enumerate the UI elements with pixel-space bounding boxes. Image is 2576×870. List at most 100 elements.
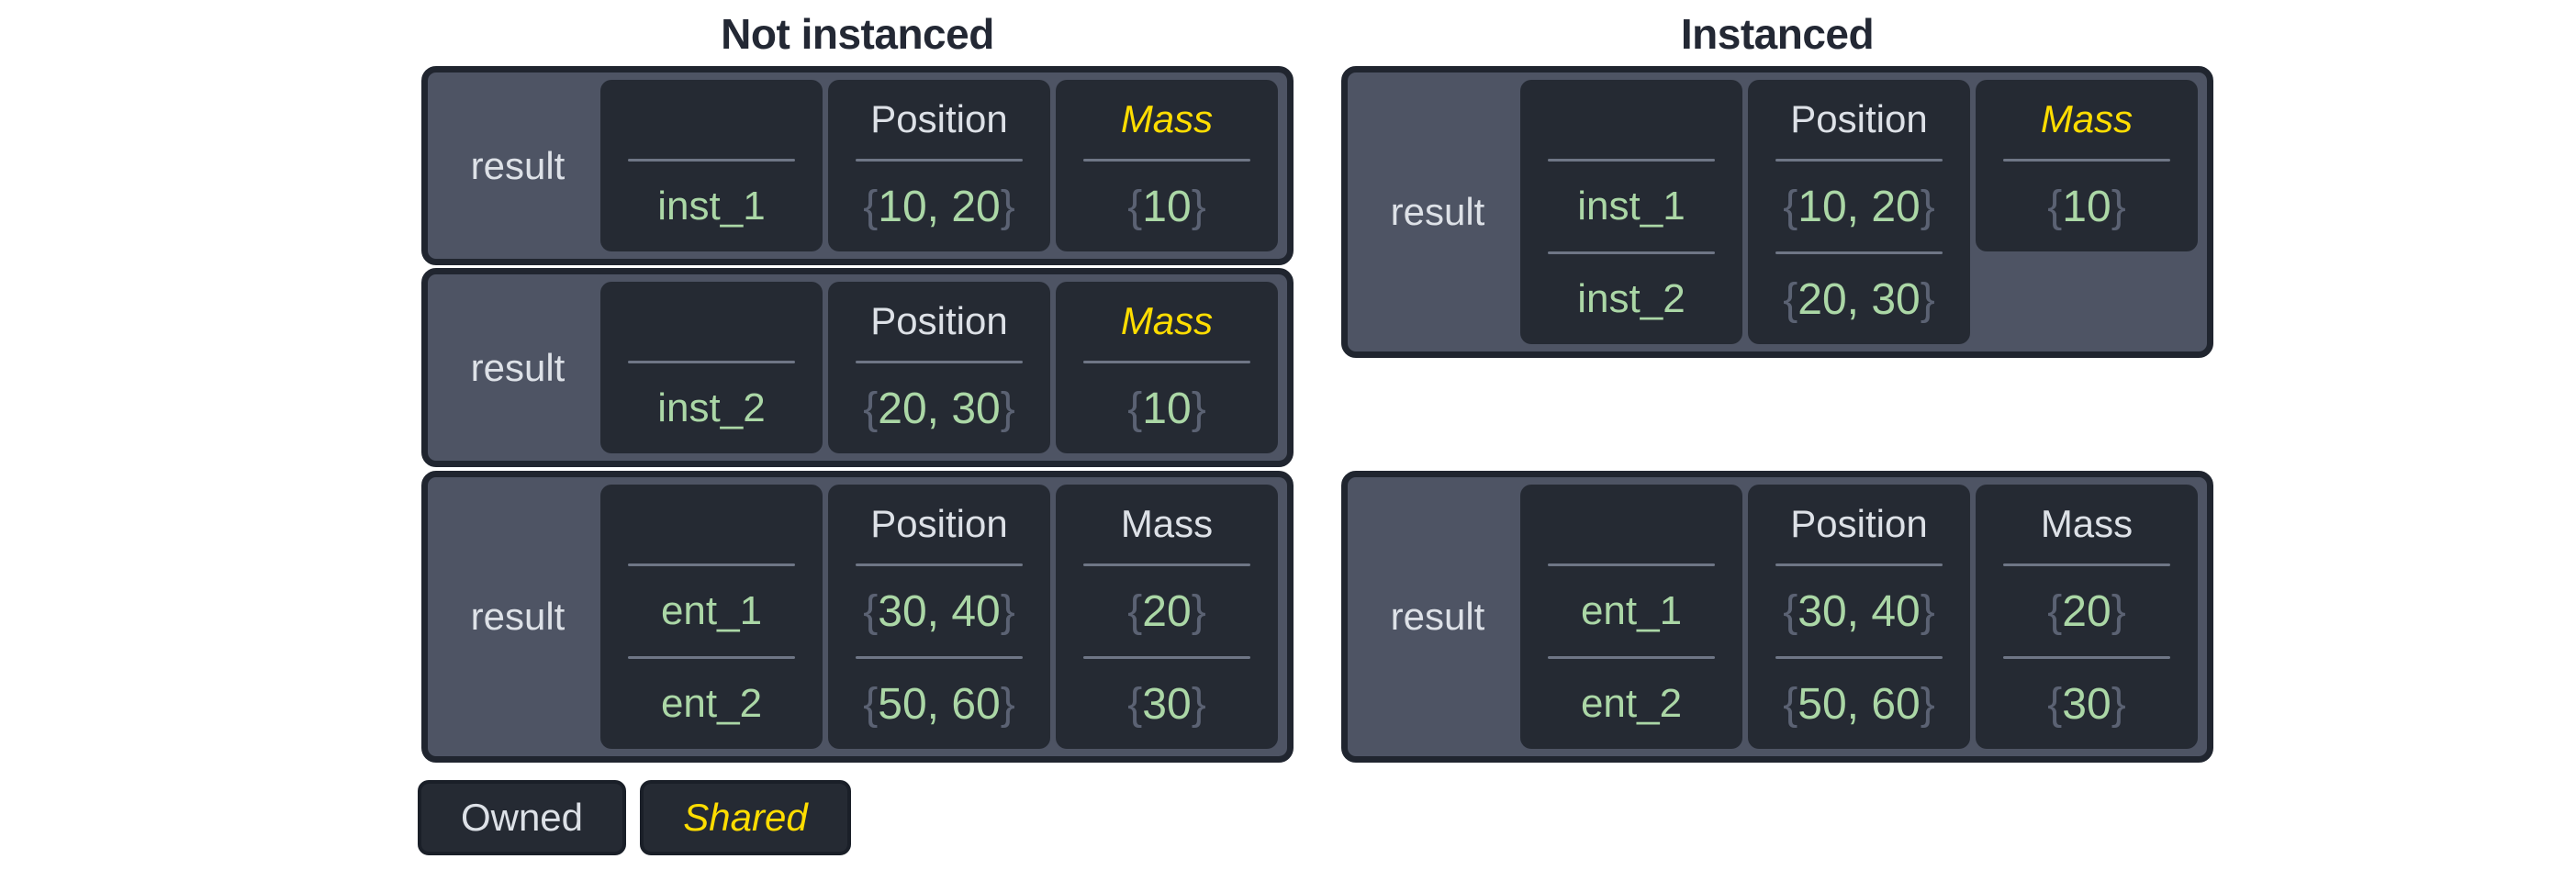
entity-cell: inst_1 xyxy=(600,80,823,251)
value-number: 50 xyxy=(1798,679,1847,729)
value-number: 10 xyxy=(1142,182,1192,231)
divider xyxy=(1775,656,1943,659)
comma: , xyxy=(926,182,952,231)
value-number: 10 xyxy=(878,182,927,231)
open-brace: { xyxy=(1783,274,1798,324)
entity-header-spacer xyxy=(600,485,823,563)
entity-header-spacer xyxy=(1520,80,1742,159)
position-cell: Position {20, 30} xyxy=(828,282,1050,453)
value-number: 30 xyxy=(951,384,1001,433)
cells-row: inst_1 Position {10, 20} Mass {10} xyxy=(600,80,1280,251)
close-brace: } xyxy=(1920,586,1935,636)
entity-cell: ent_1 ent_2 xyxy=(1520,485,1742,749)
close-brace: } xyxy=(1191,384,1206,433)
comma: , xyxy=(926,384,952,433)
cells-row: ent_1 ent_2 Position {30, 40} {50, 60} M… xyxy=(1520,485,2200,749)
mass-header: Mass xyxy=(1120,502,1214,545)
comma: , xyxy=(926,679,952,729)
close-brace: } xyxy=(1000,182,1015,231)
mass-cell: Mass {10} xyxy=(1056,80,1278,251)
close-brace: } xyxy=(1191,182,1206,231)
divider xyxy=(1775,251,1943,254)
position-value: {20, 30} xyxy=(1748,254,1970,344)
open-brace: { xyxy=(2047,586,2063,636)
open-brace: { xyxy=(1127,182,1143,231)
result-label: result xyxy=(1390,190,1485,233)
entity-name: ent_1 xyxy=(660,588,763,633)
mass-value: {10} xyxy=(1056,363,1278,453)
position-value: {10, 20} xyxy=(1748,162,1970,251)
open-brace: { xyxy=(1783,679,1798,729)
value-number: 20 xyxy=(1798,274,1847,324)
entity-name: ent_2 xyxy=(660,681,763,726)
result-label: result xyxy=(470,345,566,389)
value-number: 50 xyxy=(878,679,927,729)
comma: , xyxy=(1846,182,1872,231)
position-value: {50, 60} xyxy=(1748,659,1970,749)
close-brace: } xyxy=(2111,586,2126,636)
mass-cell: Mass {10} xyxy=(1056,282,1278,453)
value-number: 30 xyxy=(2062,679,2111,729)
value-number: 30 xyxy=(878,586,927,636)
divider xyxy=(856,563,1023,566)
open-brace: { xyxy=(863,679,879,729)
result-box-instanced-1: result inst_1 inst_2 Position {10, 20} {… xyxy=(1341,66,2213,358)
divider xyxy=(2003,563,2170,566)
divider xyxy=(628,361,795,363)
position-value: {30, 40} xyxy=(828,566,1050,656)
open-brace: { xyxy=(1783,182,1798,231)
open-brace: { xyxy=(1127,586,1143,636)
position-cell: Position {10, 20} {20, 30} xyxy=(1748,80,1970,344)
divider xyxy=(856,361,1023,363)
cells-row: inst_2 Position {20, 30} Mass {10} xyxy=(600,282,1280,453)
column-title-instanced: Instanced xyxy=(1680,10,1875,58)
result-label: result xyxy=(1390,595,1485,638)
result-box-not-instanced-3: result ent_1 ent_2 Position {30, 40} {50… xyxy=(421,471,1294,763)
close-brace: } xyxy=(1920,679,1935,729)
divider xyxy=(1548,159,1715,162)
mass-cell: Mass {20} {30} xyxy=(1976,485,2198,749)
entity-name: inst_2 xyxy=(1577,276,1686,321)
divider xyxy=(2003,656,2170,659)
mass-header-shared: Mass xyxy=(2040,97,2134,140)
position-value: {30, 40} xyxy=(1748,566,1970,656)
close-brace: } xyxy=(1920,182,1935,231)
legend-shared: Shared xyxy=(640,780,851,855)
close-brace: } xyxy=(1000,679,1015,729)
divider xyxy=(628,563,795,566)
value-number: 20 xyxy=(2062,586,2111,636)
close-brace: } xyxy=(1000,586,1015,636)
result-box-instanced-2: result ent_1 ent_2 Position {30, 40} {50… xyxy=(1341,471,2213,763)
position-value: {10, 20} xyxy=(828,162,1050,251)
close-brace: } xyxy=(1191,586,1206,636)
position-header: Position xyxy=(1790,97,1928,140)
divider xyxy=(1548,251,1715,254)
divider xyxy=(1083,159,1250,162)
mass-value: {30} xyxy=(1976,659,2198,749)
entity-name: inst_2 xyxy=(657,385,766,430)
value-number: 60 xyxy=(1871,679,1921,729)
legend-owned: Owned xyxy=(418,780,626,855)
comma: , xyxy=(1846,679,1872,729)
divider xyxy=(1548,656,1715,659)
column-title-not-instanced: Not instanced xyxy=(721,10,994,58)
entity-cell: inst_2 xyxy=(600,282,823,453)
result-box-not-instanced-1: result inst_1 Position {10, 20} Mass {10… xyxy=(421,66,1294,265)
value-number: 20 xyxy=(951,182,1001,231)
value-number: 20 xyxy=(1142,586,1192,636)
entity-cell: inst_1 inst_2 xyxy=(1520,80,1742,344)
open-brace: { xyxy=(1127,384,1143,433)
comma: , xyxy=(1846,274,1872,324)
mass-value: {10} xyxy=(1056,162,1278,251)
entity-header-spacer xyxy=(600,282,823,361)
cells-row: ent_1 ent_2 Position {30, 40} {50, 60} M… xyxy=(600,485,1280,749)
open-brace: { xyxy=(863,586,879,636)
mass-header-shared: Mass xyxy=(1120,97,1214,140)
divider xyxy=(856,656,1023,659)
entity-name: ent_2 xyxy=(1580,681,1683,726)
result-label: result xyxy=(470,143,566,187)
divider xyxy=(1083,656,1250,659)
comma: , xyxy=(1846,586,1872,636)
mass-header: Mass xyxy=(2040,502,2134,545)
entity-header-spacer xyxy=(600,80,823,159)
